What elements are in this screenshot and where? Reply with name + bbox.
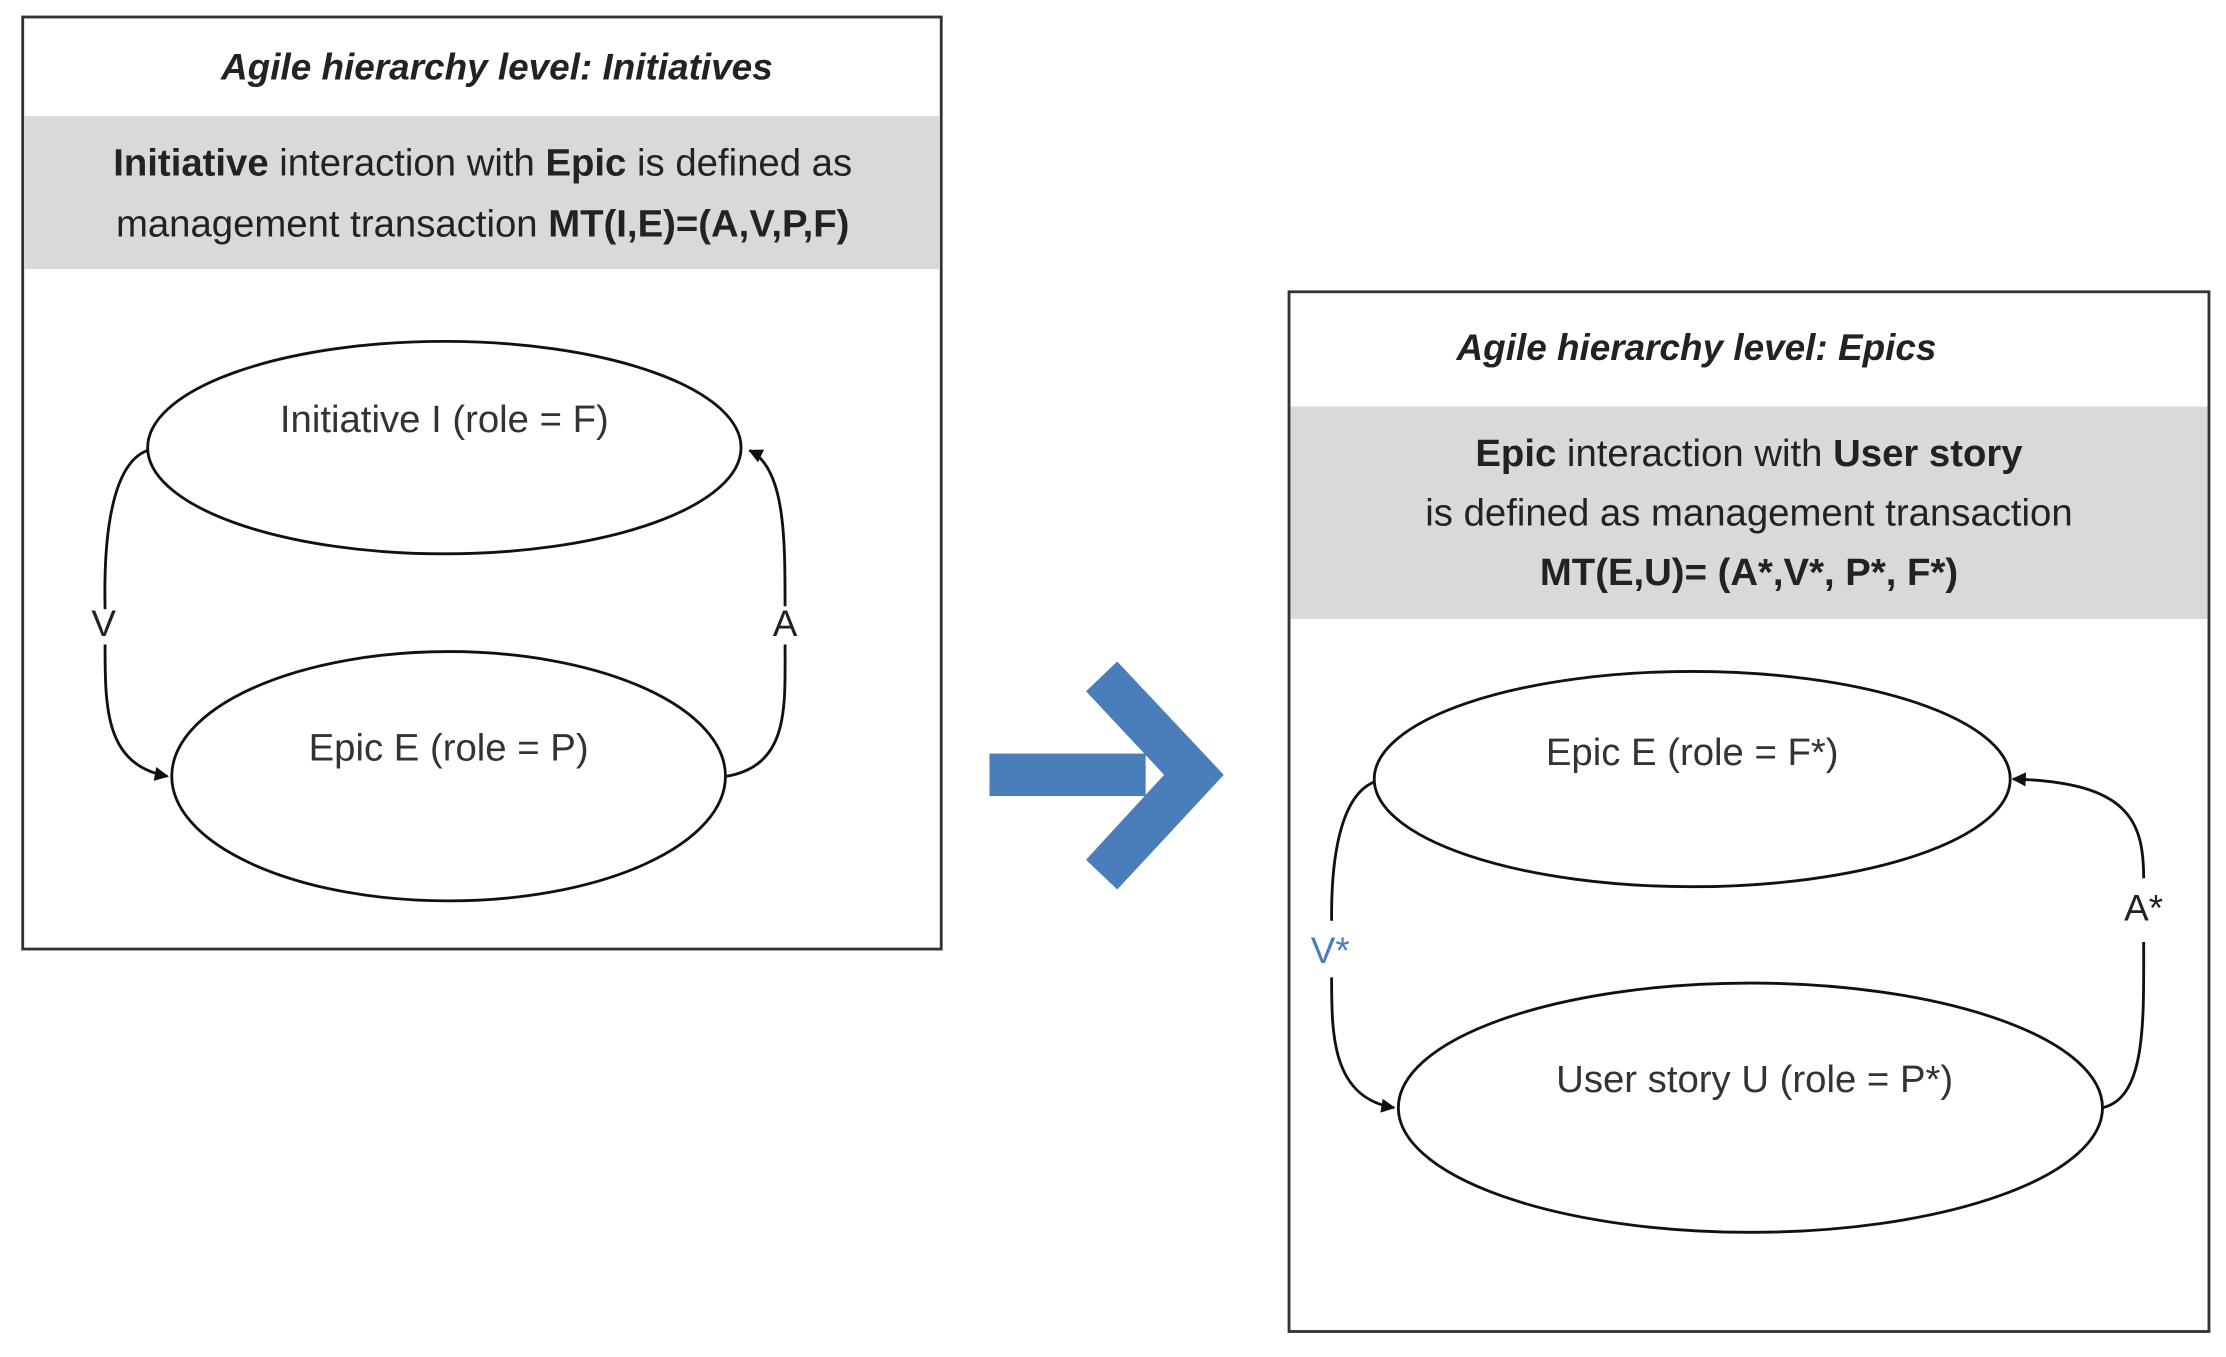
edge-a-star-label: A* bbox=[2124, 888, 2163, 929]
node-epic bbox=[170, 650, 727, 903]
text-run: Epic bbox=[545, 142, 626, 185]
node-user-story-label: User story U (role = P*) bbox=[1556, 1058, 1953, 1101]
transition-arrow-icon bbox=[989, 661, 1224, 890]
edge-a-label: A bbox=[773, 603, 798, 644]
edge-a bbox=[726, 450, 787, 778]
text-run: is defined as bbox=[626, 142, 852, 185]
definition-line-1: Epic interaction with User story bbox=[1475, 432, 2023, 475]
text-run: User story bbox=[1833, 432, 2023, 475]
right-panel: Agile hierarchy level: Epics Epic intera… bbox=[1287, 290, 2211, 1333]
definition-line-3: MT(E,U)= (A*,V*, P*, F*) bbox=[1540, 551, 1958, 594]
text-run: Epic bbox=[1475, 432, 1556, 475]
text-run: interaction with bbox=[269, 142, 546, 185]
definition-line-1: Initiative interaction with Epic is defi… bbox=[113, 142, 852, 185]
node-epic-label: Epic E (role = F*) bbox=[1546, 731, 1839, 774]
edge-v-label: V bbox=[91, 603, 116, 644]
definition-line-2: management transaction MT(I,E)=(A,V,P,F) bbox=[116, 203, 849, 246]
node-epic-label: Epic E (role = P) bbox=[309, 727, 589, 770]
text-run: management transaction bbox=[116, 203, 548, 246]
panel-title: Agile hierarchy level: Initiatives bbox=[220, 46, 773, 87]
text-run: interaction with bbox=[1556, 432, 1833, 475]
node-epic bbox=[1372, 670, 2012, 889]
text-run: Initiative bbox=[113, 142, 268, 185]
edge-a-star bbox=[2013, 779, 2146, 1110]
node-user-story bbox=[1396, 981, 2104, 1234]
edge-v-star bbox=[1330, 780, 1394, 1108]
left-panel: Agile hierarchy level: Initiatives Initi… bbox=[21, 15, 943, 951]
text-run: is defined as management transaction bbox=[1425, 492, 2072, 535]
definition-band bbox=[1290, 406, 2208, 620]
definition-line-2: is defined as management transaction bbox=[1425, 492, 2072, 535]
edge-v-star-label: V* bbox=[1311, 930, 1350, 971]
text-run: MT(E,U)= (A*,V*, P*, F*) bbox=[1540, 551, 1958, 594]
definition-band bbox=[24, 116, 940, 270]
node-initiative-label: Initiative I (role = F) bbox=[280, 398, 609, 441]
node-initiative bbox=[146, 339, 743, 556]
panel-title: Agile hierarchy level: Epics bbox=[1456, 327, 1937, 368]
text-run: MT(I,E)=(A,V,P,F) bbox=[548, 203, 849, 246]
edge-v bbox=[103, 449, 168, 776]
